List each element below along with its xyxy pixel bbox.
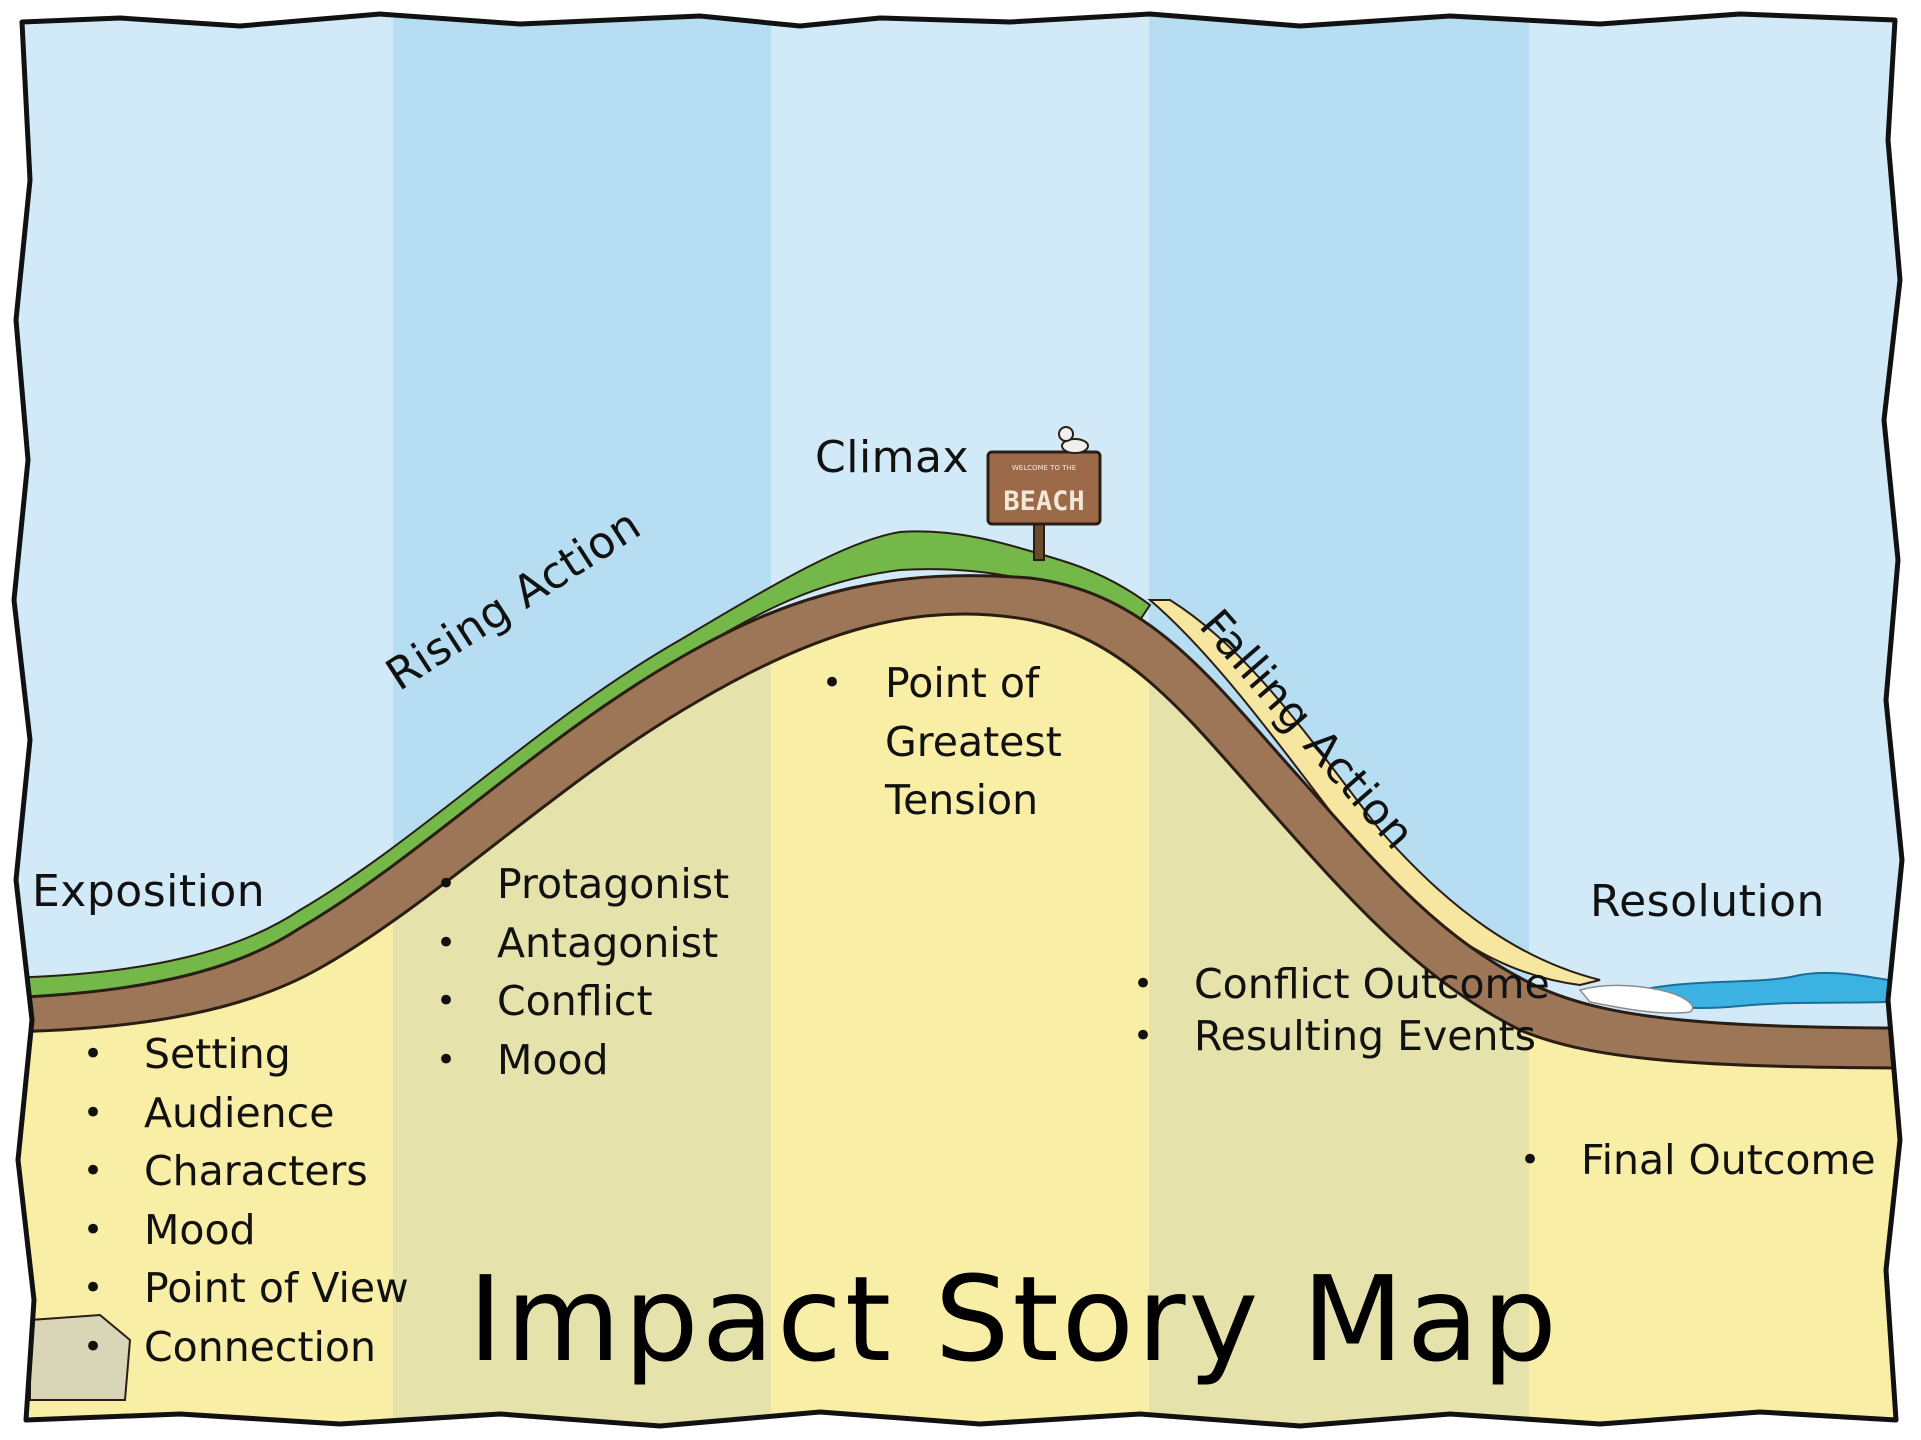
list-item: Connection [83,1318,409,1377]
paper-edge [11,11,1905,1429]
list-item: Mood [83,1201,409,1260]
climax-line-2: Greatest [885,717,1062,766]
list-item: Conflict Outcome [1133,958,1550,1010]
beach-sign: WELCOME TO THE BEACH [986,426,1102,561]
exposition-bullets: Setting Audience Characters Mood Point o… [83,1025,409,1376]
climax-line-1: Point of [885,659,1040,707]
list-item: Protagonist [436,855,729,914]
list-item: Resulting Events [1133,1010,1550,1062]
list-item: Final Outcome [1520,1131,1876,1190]
dirt-band [14,574,1902,1070]
svg-text:WELCOME TO THE: WELCOME TO THE [1012,464,1076,472]
list-item: Antagonist [436,914,729,973]
falling-action-bullets: Conflict Outcome Resulting Events [1133,958,1550,1062]
page-title: Impact Story Map [468,1250,1560,1388]
list-item: Characters [83,1142,409,1201]
sand-band-3 [771,577,1149,1426]
svg-text:BEACH: BEACH [1003,486,1084,517]
climax-line-3: Tension [885,776,1039,824]
list-item: Conflict [436,972,729,1031]
foam [1578,984,1694,1014]
list-item: Mood [436,1031,729,1090]
list-item: Point of View [83,1259,409,1318]
resolution-bullets: Final Outcome [1520,1131,1876,1190]
list-item: Audience [83,1084,409,1143]
water [1639,971,1902,1009]
resolution-label: Resolution [1590,876,1825,927]
climax-bullet: • Point of Greatest Tension [822,654,1062,830]
list-item: Setting [83,1025,409,1084]
climax-label: Climax [815,432,970,483]
rising-action-bullets: Protagonist Antagonist Conflict Mood [436,855,729,1089]
sand-strip [1147,599,1601,987]
exposition-label: Exposition [32,866,266,917]
